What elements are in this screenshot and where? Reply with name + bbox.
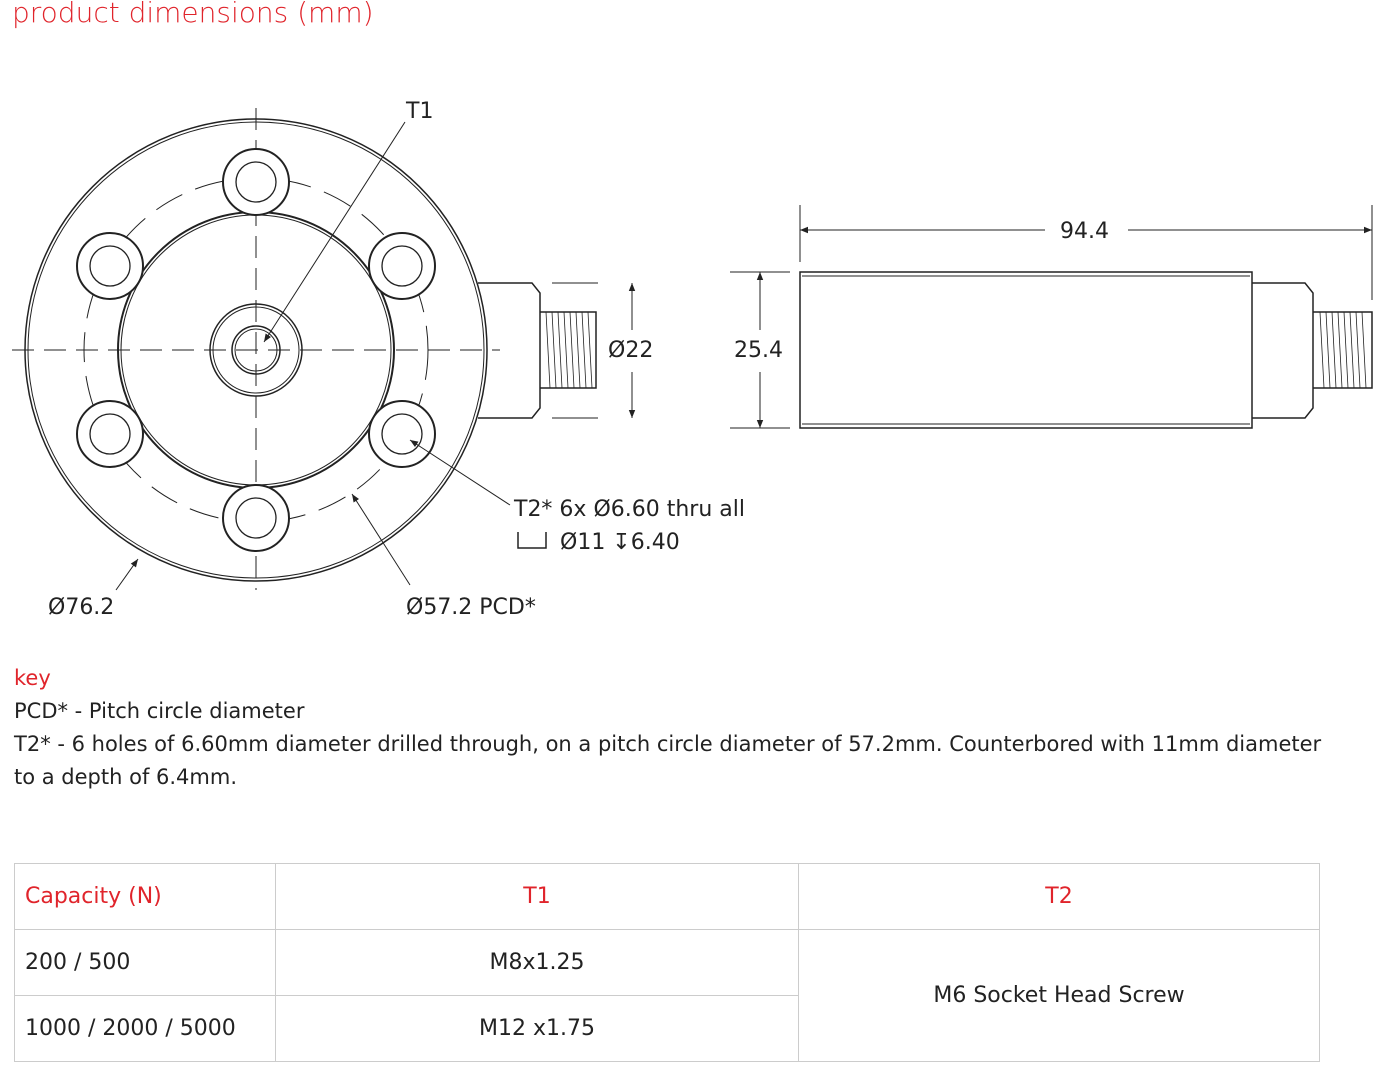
table-row: 1000 / 2000 / 5000 M12 x1.75 xyxy=(14,995,1320,1062)
technical-drawing: T1 Ø22 Ø76.2 Ø57.2 PCD* T2* 6x Ø6.60 thr… xyxy=(12,99,1373,620)
counterbore-label: Ø11 ↧6.40 xyxy=(560,530,680,555)
key-line: PCD* - Pitch circle diameter xyxy=(14,699,305,723)
front-view xyxy=(12,108,636,591)
counterbore-icon xyxy=(517,532,547,549)
key-heading: key xyxy=(14,666,51,690)
t1-cell: M8x1.25 xyxy=(275,929,799,996)
t2-label: T2* 6x Ø6.60 thru all xyxy=(513,497,745,522)
table-row: 200 / 500 M8x1.25 M6 Socket Head Screw xyxy=(14,929,1320,1062)
diameter-22-label: Ø22 xyxy=(608,338,653,363)
table-header-row: Capacity (N) T1 T2 xyxy=(14,863,1320,930)
t1-cell: M12 x1.75 xyxy=(275,995,799,1062)
bolt-holes xyxy=(76,148,436,552)
key-line: T2* - 6 holes of 6.60mm diameter drilled… xyxy=(14,732,1322,789)
diameter-76-label: Ø76.2 xyxy=(48,595,114,620)
length-label: 94.4 xyxy=(1060,219,1109,244)
page-title: product dimensions (mm) xyxy=(12,0,374,29)
header-t2: T2 xyxy=(798,863,1320,930)
capacity-table: Capacity (N) T1 T2 200 / 500 M8x1.25 M6 … xyxy=(14,863,1320,1062)
header-t1: T1 xyxy=(275,863,799,930)
capacity-cell: 1000 / 2000 / 5000 xyxy=(14,995,276,1062)
height-label: 25.4 xyxy=(734,338,783,363)
t2-cell: M6 Socket Head Screw xyxy=(798,929,1320,1062)
side-view xyxy=(730,205,1373,429)
key-section: key PCD* - Pitch circle diameter T2* - 6… xyxy=(14,662,1334,794)
pcd-label: Ø57.2 PCD* xyxy=(406,595,536,620)
capacity-cell: 200 / 500 xyxy=(14,929,276,996)
header-capacity: Capacity (N) xyxy=(14,863,276,930)
t1-label: T1 xyxy=(405,99,433,124)
